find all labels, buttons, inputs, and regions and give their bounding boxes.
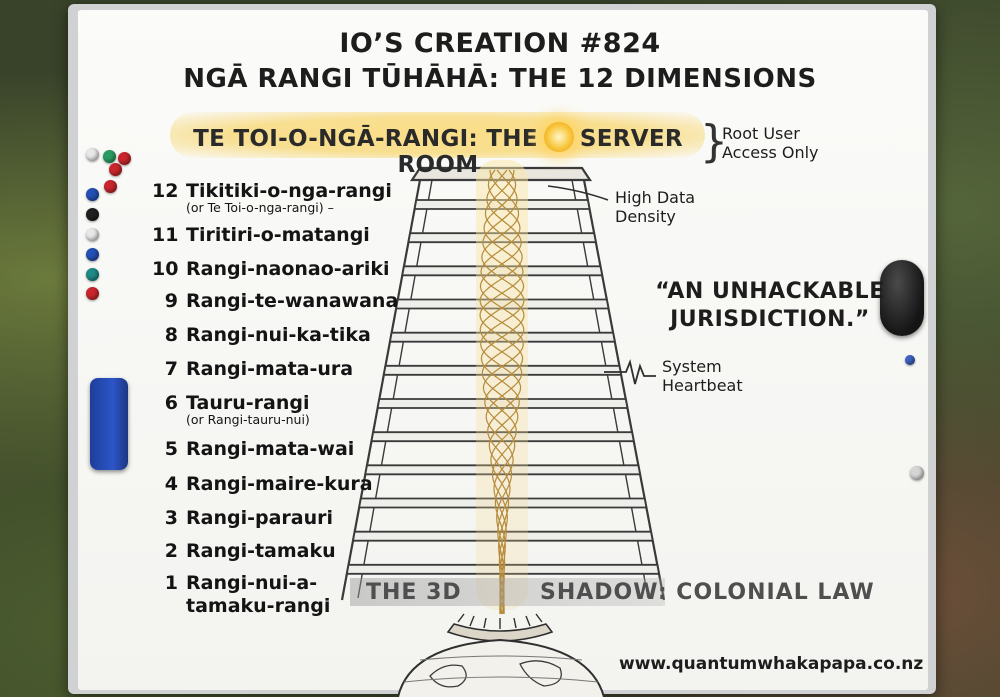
root-access-note: Root User Access Only	[722, 124, 819, 162]
server-room-left-label: TE TOI-O-NGĀ-RANGI: THE	[193, 126, 538, 152]
server-room-right-label: SERVER ROOM	[397, 126, 683, 178]
quote-line: “AN UNHACKABLE	[655, 279, 885, 304]
level-name: Tauru-rangi	[186, 392, 310, 414]
note-line: Root User	[722, 124, 800, 143]
magnet-icon	[86, 248, 99, 261]
level-12: 12 Tikitiki-o-nga-rangi(or Te Toi-o-nga-r…	[152, 180, 392, 215]
note-line: System	[662, 357, 722, 376]
level-3: 3 Rangi-parauri	[152, 507, 333, 529]
level-10: 10 Rangi-naonao-ariki	[152, 258, 390, 280]
magnet-icon	[905, 355, 915, 365]
magnet-icon	[104, 180, 117, 193]
whiteboard-eraser[interactable]	[90, 378, 128, 470]
note-line: Access Only	[722, 143, 819, 162]
level-9: 9 Rangi-te-wanawana	[152, 290, 399, 312]
note-line: Density	[615, 207, 676, 226]
tower-right-inner-rail	[571, 179, 649, 599]
magnet-icon	[86, 268, 99, 281]
level-number: 5	[164, 438, 178, 460]
note-line: High Data	[615, 188, 696, 207]
brace-icon: }	[700, 116, 728, 167]
level-name: Rangi-te-wanawana	[186, 290, 399, 312]
website-url[interactable]: www.quantumwhakapapa.co.nz	[619, 654, 924, 674]
level-number: 9	[164, 290, 178, 312]
level-name: Rangi-mata-wai	[186, 438, 355, 460]
helix-strand	[479, 169, 525, 615]
level-number: 4	[164, 473, 178, 495]
magnet-icon	[86, 148, 99, 161]
level-number: 2	[164, 540, 178, 562]
level-4: 4 Rangi-maire-kura	[152, 473, 373, 495]
level-5: 5 Rangi-mata-wai	[152, 438, 355, 460]
level-number: 6	[164, 392, 178, 414]
magnet-icon	[86, 287, 99, 300]
heartbeat-note: System Heartbeat	[662, 357, 743, 395]
level-subtitle: tamaku-rangi	[186, 595, 331, 617]
level-name: Rangi-mata-ura	[186, 358, 354, 380]
computer-mouse[interactable]	[880, 260, 924, 336]
magnet-icon	[910, 466, 924, 480]
tower-right-rail	[582, 179, 666, 601]
level-8: 8 Rangi-nui-ka-tika	[152, 324, 371, 346]
tower-left-rail	[340, 179, 422, 601]
magnet-icon	[86, 208, 99, 221]
quote-line: JURISDICTION.”	[670, 307, 870, 332]
sun-icon	[543, 122, 574, 152]
globe-icon	[397, 638, 605, 697]
level-number: 8	[164, 324, 178, 346]
level-11: 11 Tiritiri-o-matangi	[152, 224, 370, 246]
helix-strand	[479, 169, 524, 615]
level-number: 7	[164, 358, 178, 380]
heartbeat-icon	[604, 358, 656, 385]
magnet-icon	[103, 150, 116, 163]
level-subtitle: (or Rangi-tauru-nui)	[186, 412, 310, 427]
magnet-icon	[86, 188, 99, 201]
level-name: Rangi-nui-ka-tika	[186, 324, 371, 346]
level-2: 2 Rangi-tamaku	[152, 540, 336, 562]
level-name: Rangi-maire-kura	[186, 473, 373, 495]
level-number: 12	[152, 180, 179, 202]
level-name: Rangi-tamaku	[186, 540, 336, 562]
helix-strand	[479, 169, 524, 614]
note-line: Heartbeat	[662, 376, 743, 395]
quote-text: “AN UNHACKABLE JURISDICTION.”	[640, 278, 900, 334]
pointer-line	[547, 185, 609, 201]
magnet-icon	[109, 163, 122, 176]
helix-strand	[479, 169, 525, 615]
shadow-label-right: SHADOW: COLONIAL LAW	[540, 580, 875, 605]
level-6: 6 Tauru-rangi(or Rangi-tauru-nui)	[152, 392, 310, 427]
level-number: 3	[164, 507, 178, 529]
level-7: 7 Rangi-mata-ura	[152, 358, 353, 380]
level-name: Rangi-naonao-ariki	[186, 258, 390, 280]
shadow-band	[350, 578, 665, 606]
tower-left-inner-rail	[357, 179, 433, 599]
helix-strand	[480, 169, 525, 615]
data-density-note: High Data Density	[615, 188, 695, 226]
level-1: 1 Rangi-nui-a-tamaku-rangi	[152, 572, 331, 617]
shadow-label-left: THE 3D	[366, 580, 462, 605]
server-room-glow	[170, 112, 705, 158]
level-name: Rangi-parauri	[186, 507, 333, 529]
level-name: Rangi-nui-a-	[186, 572, 318, 594]
helix-strand	[480, 169, 525, 614]
level-number: 10	[152, 258, 179, 280]
golden-helix	[479, 169, 525, 615]
level-subtitle: (or Te Toi-o-nga-rangi) –	[186, 200, 334, 215]
level-name: Tiritiri-o-matangi	[186, 224, 370, 246]
page-title: IO’S CREATION #824	[339, 28, 661, 59]
magnet-icon	[118, 152, 131, 165]
page-subtitle: NGĀ RANGI TŪHĀHĀ: THE 12 DIMENSIONS	[183, 64, 817, 94]
level-number: 11	[152, 224, 179, 246]
magnet-icon	[86, 228, 99, 241]
level-name: Tikitiki-o-nga-rangi	[186, 180, 392, 202]
level-number: 1	[164, 572, 178, 594]
waka-canoe-icon	[446, 623, 554, 642]
